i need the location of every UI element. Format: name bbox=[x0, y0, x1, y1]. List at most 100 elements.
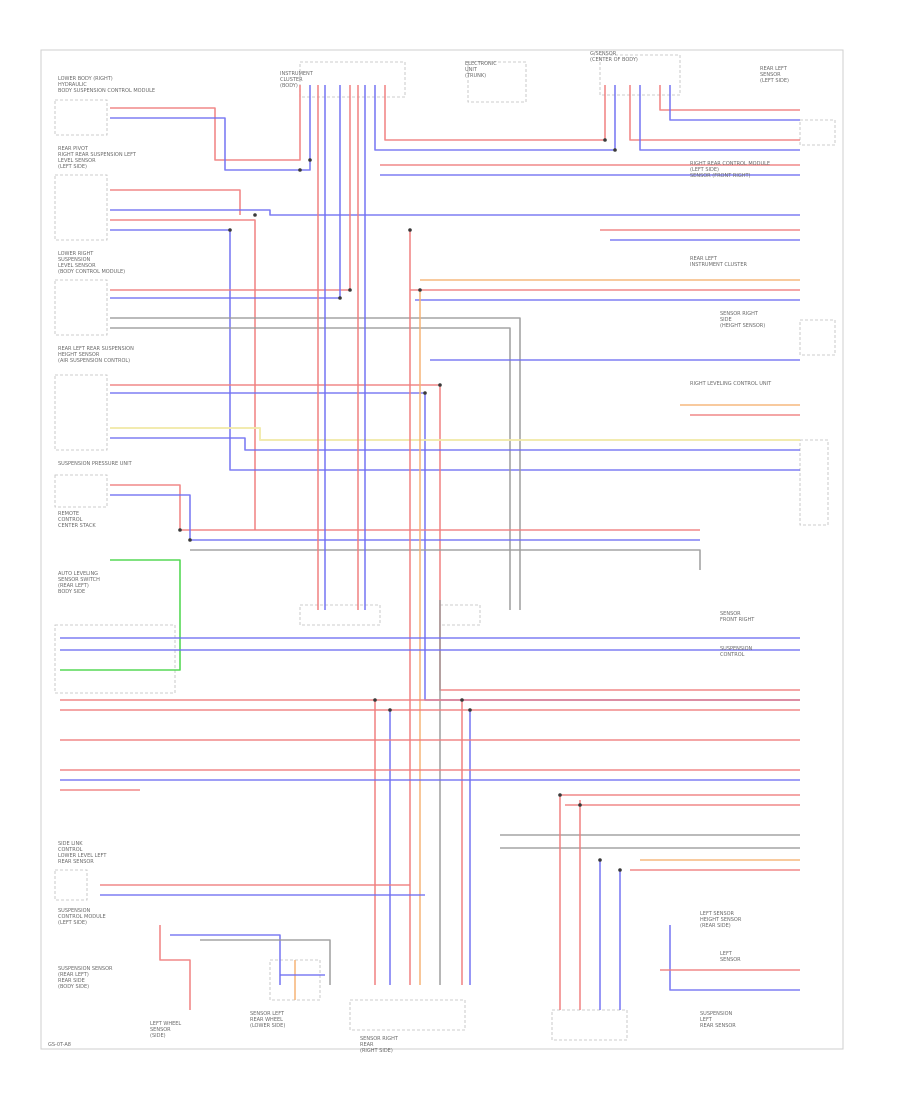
wire-blue-68 bbox=[170, 934, 281, 985]
component-label-line: LEFT WHEEL bbox=[150, 1021, 181, 1027]
component-label-line: LEFT bbox=[720, 951, 733, 957]
component-label-line: CONTROL bbox=[58, 517, 83, 523]
component-label-line: REMOTE bbox=[58, 511, 79, 517]
component-label-line: REAR LEFT bbox=[760, 66, 788, 72]
component-label-line: (LEFT SIDE) bbox=[58, 164, 87, 170]
component-label-line: RIGHT LEVELING CONTROL UNIT bbox=[690, 381, 772, 387]
component-label-line: (LEFT SIDE) bbox=[690, 167, 719, 173]
component-label-line: INSTRUMENT CLUSTER bbox=[690, 262, 748, 268]
component-label-line: SUSPENSION bbox=[720, 646, 753, 652]
junction-dot bbox=[460, 698, 464, 702]
component-label-line: (HEIGHT SENSOR) bbox=[720, 323, 765, 329]
component-label-line: SENSOR bbox=[760, 72, 781, 78]
wire-blue-23 bbox=[374, 85, 616, 151]
wire-red-24 bbox=[629, 85, 800, 141]
component-label-line: (BODY CONTROL MODULE) bbox=[58, 269, 125, 275]
component-label-line: INSTRUMENT bbox=[280, 71, 314, 77]
component-label-line: (BODY SIDE) bbox=[58, 984, 89, 990]
component-label-line: BODY SIDE bbox=[58, 589, 85, 595]
wire-gray-9 bbox=[110, 327, 511, 610]
component-box-left-6 bbox=[54, 624, 176, 694]
component-box-left-1 bbox=[54, 99, 108, 136]
junction-dot bbox=[408, 228, 412, 232]
wire-gray-16 bbox=[190, 549, 701, 570]
component-label-line: (LEFT SIDE) bbox=[58, 920, 87, 926]
wire-blue-3 bbox=[110, 209, 800, 216]
junction-dot bbox=[308, 158, 312, 162]
junction-dot bbox=[418, 288, 422, 292]
component-label-line: LEFT bbox=[700, 1017, 713, 1023]
component-label-line: SIDE bbox=[720, 317, 732, 323]
component-label-line: REAR bbox=[360, 1042, 374, 1048]
component-box-bottom-4 bbox=[299, 604, 381, 626]
component-label-line: CONTROL MODULE bbox=[58, 914, 106, 920]
component-box-left-4 bbox=[54, 374, 108, 451]
wire-green-17 bbox=[60, 559, 181, 671]
footer-code: GS-0T-A8 bbox=[48, 1042, 71, 1048]
component-label-line: LOWER RIGHT bbox=[58, 251, 94, 257]
wire-blue-13 bbox=[110, 437, 800, 451]
junction-dot bbox=[558, 793, 562, 797]
component-label-line: SENSOR SWITCH bbox=[58, 577, 100, 583]
component-label-line: RIGHT REAR SUSPENSION LEFT bbox=[58, 152, 137, 158]
component-label-line: (REAR LEFT) bbox=[58, 972, 89, 978]
component-label-line: SENSOR RIGHT bbox=[720, 311, 759, 317]
wire-red-26 bbox=[659, 85, 800, 111]
junction-dot bbox=[603, 138, 607, 142]
wire-blue-15 bbox=[110, 494, 700, 541]
component-label-line: CONTROL bbox=[58, 847, 83, 853]
component-label-line: REAR LEFT bbox=[690, 256, 718, 262]
component-box-left-7 bbox=[54, 869, 88, 901]
component-box-right-2 bbox=[799, 319, 836, 356]
wire-blue-5 bbox=[110, 229, 800, 471]
component-label-c18: RIGHT LEVELING CONTROL UNIT bbox=[690, 381, 772, 387]
component-label-line: REAR WHEEL bbox=[250, 1017, 283, 1023]
junction-dot bbox=[253, 213, 257, 217]
component-label-line: SUSPENSION bbox=[700, 1011, 733, 1017]
component-box-top-2 bbox=[467, 61, 527, 103]
component-label-line: (SIDE) bbox=[150, 1033, 166, 1039]
component-label-line: LEVEL SENSOR bbox=[58, 263, 96, 269]
junction-dot bbox=[298, 168, 302, 172]
wire-red-0 bbox=[110, 85, 301, 161]
wire-blue-25 bbox=[639, 85, 800, 151]
component-label-line: ELECTRONIC bbox=[465, 61, 497, 67]
component-label-line: REAR PIVOT bbox=[58, 146, 89, 152]
junction-dot bbox=[598, 858, 602, 862]
component-label-line: SIDE LINK bbox=[58, 841, 83, 847]
wire-yellow-12 bbox=[110, 427, 800, 441]
component-label-line: (LOWER SIDE) bbox=[250, 1023, 285, 1029]
wire-red-10 bbox=[110, 384, 800, 691]
component-label-line: LEVEL SENSOR bbox=[58, 158, 96, 164]
wire-blue-63 bbox=[669, 925, 800, 991]
wire-blue-1 bbox=[110, 85, 311, 171]
component-label-line: REAR SENSOR bbox=[58, 859, 94, 865]
component-label-line: FRONT RIGHT bbox=[720, 617, 755, 623]
component-label-line: BODY SUSPENSION CONTROL MODULE bbox=[58, 88, 155, 94]
component-label-line: SUSPENSION bbox=[58, 257, 91, 263]
component-label-line: LEFT SENSOR bbox=[700, 911, 735, 917]
component-label-line: CLUSTER bbox=[280, 77, 303, 83]
component-box-right-1 bbox=[799, 119, 836, 146]
component-label-line: REAR SENSOR bbox=[700, 1023, 736, 1029]
component-label-line: (TRUNK) bbox=[465, 73, 486, 79]
component-label-line: SUSPENSION PRESSURE UNIT bbox=[58, 461, 133, 467]
component-box-right-3 bbox=[799, 439, 829, 526]
component-label-line: SENSOR bbox=[720, 957, 741, 963]
